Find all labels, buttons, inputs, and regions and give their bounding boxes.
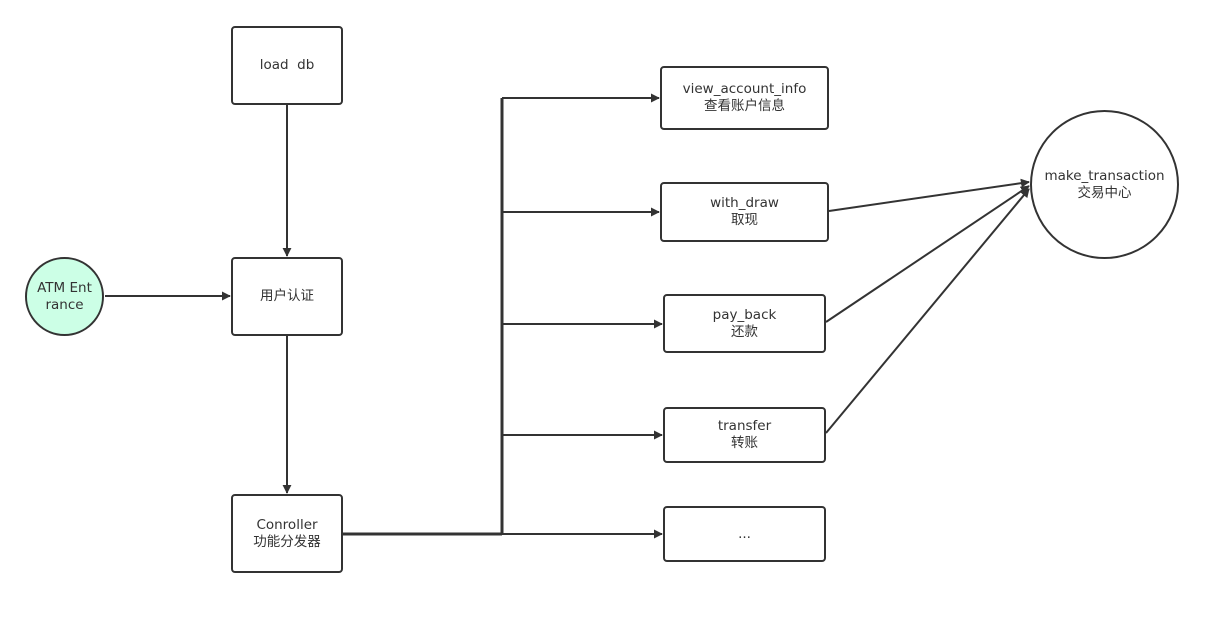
user-auth-node[interactable]: 用户认证 [231, 257, 343, 336]
make-transaction-sublabel: 交易中心 [1077, 184, 1132, 201]
controller-node[interactable]: Conroller 功能分发器 [231, 494, 343, 573]
load-db-node[interactable]: load db [231, 26, 343, 105]
make-transaction-label: make_transaction [1044, 167, 1165, 184]
with-draw-label: with_draw [710, 195, 779, 211]
load-db-label: load db [259, 57, 315, 73]
controller-label: Conroller [256, 516, 318, 533]
atm-entrance-label: ATM Entrance [37, 279, 92, 313]
view-account-info-node[interactable]: view_account_info 查看账户信息 [660, 66, 829, 130]
transfer-node[interactable]: transfer 转账 [663, 407, 826, 463]
atm-entrance-node[interactable]: ATM Entrance [25, 257, 104, 336]
user-auth-label: 用户认证 [260, 288, 314, 304]
more-node[interactable]: ... [663, 506, 826, 562]
pay-back-node[interactable]: pay_back 还款 [663, 294, 826, 353]
controller-sublabel: 功能分发器 [253, 533, 321, 550]
edge-payback-to-transaction [825, 185, 1030, 323]
pay-back-sublabel: 还款 [731, 323, 758, 340]
more-label: ... [738, 525, 751, 542]
view-account-info-sublabel: 查看账户信息 [704, 98, 785, 114]
transfer-sublabel: 转账 [731, 435, 758, 451]
make-transaction-node[interactable]: make_transaction 交易中心 [1030, 110, 1179, 259]
with-draw-node[interactable]: with_draw 取现 [660, 182, 829, 242]
transfer-label: transfer [717, 418, 772, 434]
view-account-info-label: view_account_info [682, 81, 807, 97]
pay-back-label: pay_back [712, 306, 777, 323]
edge-withdraw-to-transaction [828, 178, 1030, 212]
with-draw-sublabel: 取现 [731, 212, 758, 228]
edge-transfer-to-transaction [825, 188, 1030, 434]
